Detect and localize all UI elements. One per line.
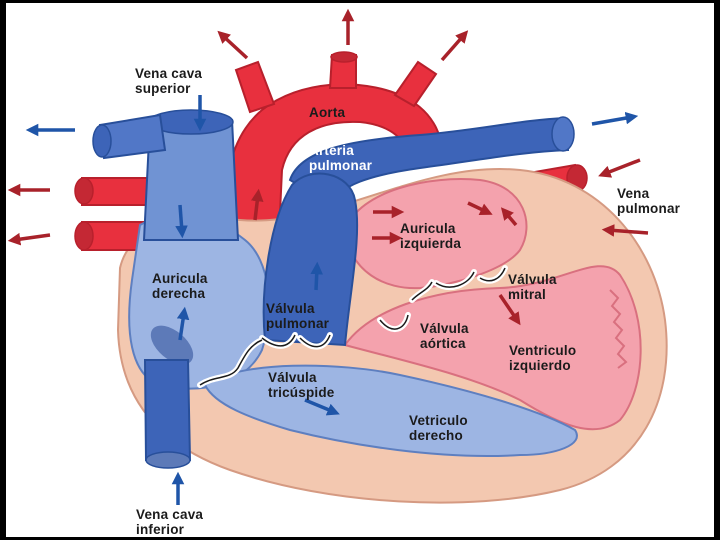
brachiocephalic-vein (92, 113, 167, 160)
diagram-frame: Vena cava superior Aorta Arteria pulmona… (6, 3, 714, 537)
pulmonary-artery (262, 116, 575, 347)
deoxygenated-flow-arrows (25, 95, 639, 505)
pulmonary-veins-left (74, 177, 151, 251)
label-ventriculo-derecho: Vetriculo derecho (409, 413, 468, 443)
label-aorta: Aorta (309, 105, 346, 120)
coronary-sinus-opening (150, 325, 194, 365)
label-arteria-pulmonar: Arteria pulmonar (309, 143, 373, 173)
left-ventricle-trabeculae (609, 289, 628, 369)
label-valvula-pulmonar: Válvula pulmonar (266, 301, 330, 331)
label-valvula-tricuspide: Válvula tricúspide (268, 370, 335, 400)
label-auricula-izquierda: Auricula izquierda (400, 221, 462, 251)
oxygenated-flow-arrows (7, 8, 649, 326)
label-valvula-aortica: Válvula aórtica (420, 321, 469, 351)
heart-diagram (7, 8, 668, 505)
inferior-vena-cava (143, 359, 192, 469)
label-auricula-derecha: Auricula derecha (152, 271, 208, 301)
label-ventriculo-izquierdo: Ventriculo izquierdo (509, 343, 577, 373)
superior-vena-cava (142, 109, 240, 241)
left-ventricle (343, 265, 642, 431)
label-valvula-mitral: Válvula mitral (508, 272, 557, 302)
label-vena-pulmonar: Vena pulmonar (617, 186, 681, 216)
right-ventricle (203, 364, 578, 457)
label-vena-cava-superior: Vena cava superior (135, 66, 203, 96)
label-vena-cava-inferior: Vena cava inferior (136, 507, 204, 537)
valve-outlines (199, 267, 506, 386)
